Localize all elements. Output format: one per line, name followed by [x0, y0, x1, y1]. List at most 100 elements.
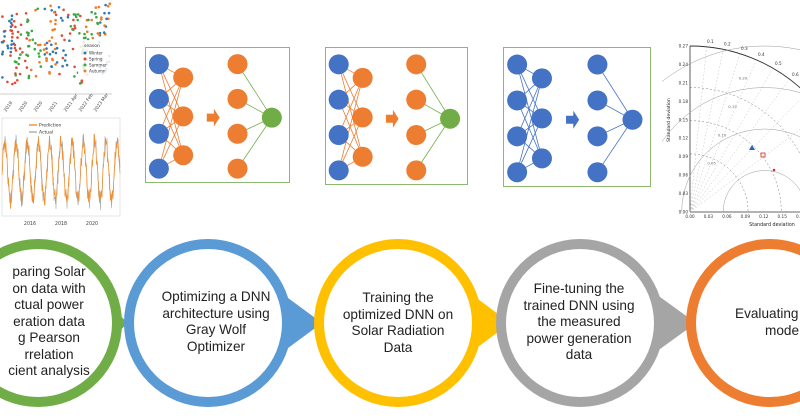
- step-inner-circle: [506, 249, 654, 397]
- scatter-point: [54, 63, 57, 66]
- step-5-line: Evaluating: [735, 306, 799, 321]
- legend-title: season: [84, 44, 100, 49]
- scatter-point: [18, 47, 22, 50]
- scatter-point: [48, 70, 51, 74]
- legend-marker: [83, 69, 87, 73]
- hidden-neuron: [406, 89, 427, 110]
- scatter-point: [48, 39, 51, 43]
- step-2-line: Optimizing a DNN: [161, 289, 271, 304]
- step-4-line: data: [565, 347, 593, 362]
- scatter-point: [90, 33, 93, 36]
- output-neuron: [440, 108, 461, 129]
- scatter-point: [69, 25, 73, 28]
- scatter-point: [2, 39, 6, 43]
- scatter-point: [72, 28, 75, 32]
- step-1-line: on data with: [12, 280, 86, 296]
- step-text-3: Training the optimized DNN on Solar Radi…: [330, 290, 466, 356]
- step-1-line: eration data: [13, 313, 85, 329]
- scatter-point: [106, 4, 110, 8]
- step-5-line: mode: [765, 322, 800, 338]
- connection-line: [516, 64, 543, 159]
- scatter-point: [50, 36, 54, 39]
- scatter-point: [74, 15, 78, 19]
- scatter-point: [63, 38, 66, 42]
- scatter-point: [45, 59, 48, 63]
- y-tick-label: 0.15: [679, 117, 689, 122]
- scatter-point: [54, 13, 58, 17]
- input-neuron: [148, 158, 169, 179]
- scatter-point: [33, 47, 37, 51]
- connection-line: [597, 64, 633, 120]
- scatter-point: [30, 29, 34, 33]
- hidden-neuron: [587, 126, 608, 147]
- step-4-line: trained DNN using: [523, 297, 635, 313]
- scatter-point: [103, 24, 106, 27]
- scatter-point: [68, 39, 71, 42]
- rmsd-arc: [662, 45, 800, 82]
- scatter-point: [19, 53, 22, 56]
- outer-arc: [689, 45, 800, 89]
- scatter-point: [1, 76, 4, 79]
- scatter-point: [54, 51, 58, 55]
- scatter-point: [27, 33, 30, 37]
- prediction-series-line: [1, 133, 121, 209]
- connection-line: [237, 63, 273, 118]
- scatter-point: [107, 11, 111, 15]
- hidden-neuron: [173, 106, 194, 127]
- y-axis-label: Standard deviation: [666, 98, 672, 142]
- x-tick-label: 0.03: [704, 214, 714, 219]
- scatter-point: [72, 13, 76, 16]
- network-diagram-trained: [507, 54, 643, 183]
- layer-arrow-icon: [566, 110, 580, 129]
- scatter-point: [55, 61, 59, 64]
- scatter-point: [48, 52, 52, 56]
- scatter-point: [67, 13, 70, 17]
- scatter-point: [73, 26, 77, 30]
- step-1-line: ctual power: [14, 297, 84, 312]
- scatter-point: [49, 4, 52, 8]
- y-tick-label: 0.12: [679, 136, 689, 141]
- y-tick-label: 0.24: [679, 62, 689, 67]
- hidden-neuron: [227, 88, 248, 109]
- scatter-point: [68, 32, 72, 35]
- layer-arrow-icon: [385, 109, 399, 128]
- connection-line: [415, 118, 451, 171]
- step-1-line: g Pearson: [18, 330, 80, 345]
- scatter-point: [50, 65, 53, 68]
- scatter-point: [43, 7, 47, 11]
- scatter-point: [27, 44, 31, 48]
- scatter-point: [9, 50, 13, 54]
- connection-line: [516, 78, 543, 173]
- scatter-point: [79, 14, 82, 18]
- hidden-neuron: [352, 67, 373, 88]
- connection-line: [338, 77, 364, 136]
- scatter-point: [90, 10, 93, 14]
- input-neuron: [328, 160, 349, 181]
- scatter-point: [24, 12, 28, 15]
- scatter-point: [42, 48, 46, 51]
- scatter-point: [66, 15, 70, 19]
- scatter-point: [97, 5, 101, 9]
- scatter-point: [51, 28, 54, 32]
- legend-marker: [83, 57, 87, 61]
- scatter-point: [1, 52, 4, 56]
- step-2-line: Optimizer: [186, 338, 246, 354]
- scatter-point: [52, 11, 56, 14]
- hidden-neuron: [587, 90, 608, 111]
- scatter-point: [54, 22, 57, 26]
- connection-line: [597, 119, 633, 173]
- step-2-line: architecture using: [162, 305, 270, 321]
- scatter-point: [31, 38, 34, 41]
- scatter-point: [62, 49, 65, 52]
- scatter-point: [11, 32, 14, 35]
- scatter-point: [15, 12, 19, 16]
- input-neuron: [507, 90, 528, 111]
- output-neuron: [622, 109, 643, 130]
- scatter-point: [16, 30, 20, 34]
- scatter-point: [55, 46, 59, 50]
- x-tick-label: 2021: [48, 100, 60, 113]
- scatter-point: [10, 35, 14, 39]
- x-tick-label: 2020: [18, 100, 30, 113]
- scatter-point: [94, 6, 98, 9]
